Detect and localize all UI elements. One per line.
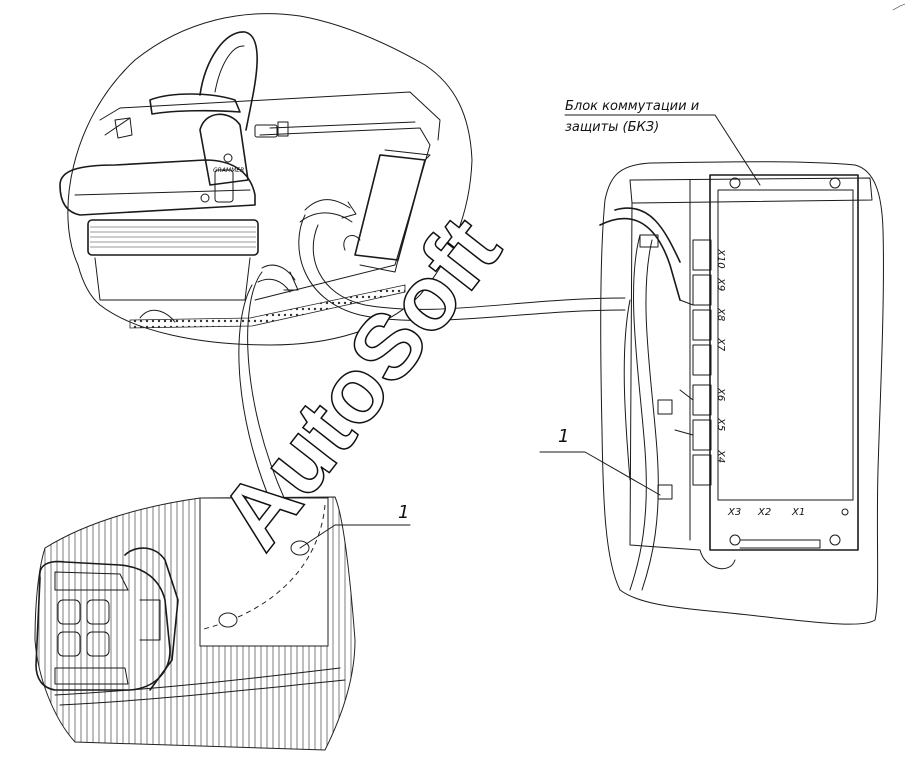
bkz-unit-detail: Блок коммутации и защиты (БКЗ) 1 X10 X9 … (539, 99, 884, 625)
connector-x7-label: X7 (715, 337, 726, 352)
callout-top-number: 1 (558, 426, 569, 447)
wiring-harness (238, 214, 626, 506)
connector-x9-label: X9 (715, 277, 726, 291)
seat-brand-text: GRAMMER (213, 167, 244, 174)
bkz-label-line2: защиты (БКЗ) (565, 120, 659, 135)
watermark-text: AutoSoft (200, 199, 519, 568)
floor-panel-detail: 1 (34, 496, 411, 751)
callout-bottom-number: 1 (398, 502, 409, 523)
connector-x2-label: X2 (757, 507, 771, 518)
connector-labels-vertical: X10 X9 X8 X7 X6 X5 X4 (715, 248, 726, 463)
bkz-label-line1: Блок коммутации и (565, 99, 699, 114)
cab-interior-detail: GRAMMER (59, 13, 473, 346)
corner-mark (892, 3, 906, 11)
connector-x1-label: X1 (791, 507, 805, 518)
connector-x3-label: X3 (727, 507, 741, 518)
connector-labels-horizontal: X3 X2 X1 (727, 507, 805, 518)
connector-x6-label: X6 (715, 387, 726, 401)
connector-x4-label: X4 (715, 449, 726, 463)
connector-x8-label: X8 (715, 307, 726, 321)
connector-x10-label: X10 (715, 248, 726, 269)
connector-x5-label: X5 (715, 417, 726, 431)
